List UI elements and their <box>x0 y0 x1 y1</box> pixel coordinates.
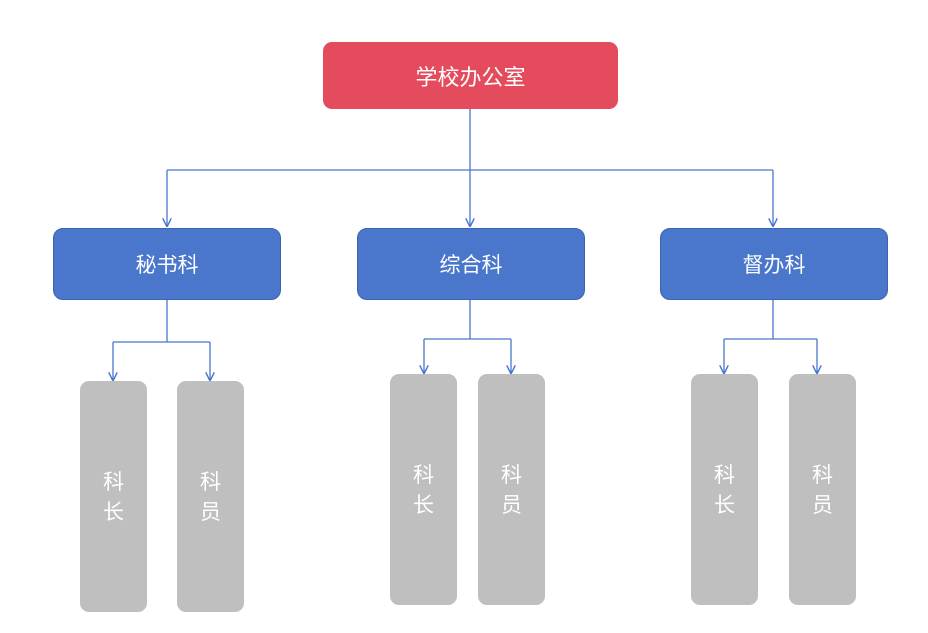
staff-node-label: 科员 <box>501 462 522 517</box>
staff-node-dept3-clerk: 科员 <box>789 374 856 605</box>
dept-node-supervision: 督办科 <box>660 228 888 300</box>
dept-node-label: 督办科 <box>742 253 806 277</box>
staff-node-dept2-chief: 科长 <box>390 374 457 605</box>
staff-node-dept3-chief: 科长 <box>691 374 758 605</box>
staff-node-dept1-clerk: 科员 <box>177 381 244 612</box>
staff-node-label: 科长 <box>103 469 124 524</box>
staff-node-label: 科员 <box>812 462 833 517</box>
dept-node-secretary: 秘书科 <box>53 228 281 300</box>
staff-node-label: 科员 <box>200 469 221 524</box>
dept-node-general: 综合科 <box>357 228 585 300</box>
staff-node-dept2-clerk: 科员 <box>478 374 545 605</box>
root-node-school-office: 学校办公室 <box>323 42 618 109</box>
staff-node-label: 科长 <box>714 462 735 517</box>
staff-node-label: 科长 <box>413 462 434 517</box>
dept-node-label: 综合科 <box>439 253 503 277</box>
root-node-label: 学校办公室 <box>415 65 526 91</box>
staff-node-dept1-chief: 科长 <box>80 381 147 612</box>
dept-node-label: 秘书科 <box>135 253 199 277</box>
